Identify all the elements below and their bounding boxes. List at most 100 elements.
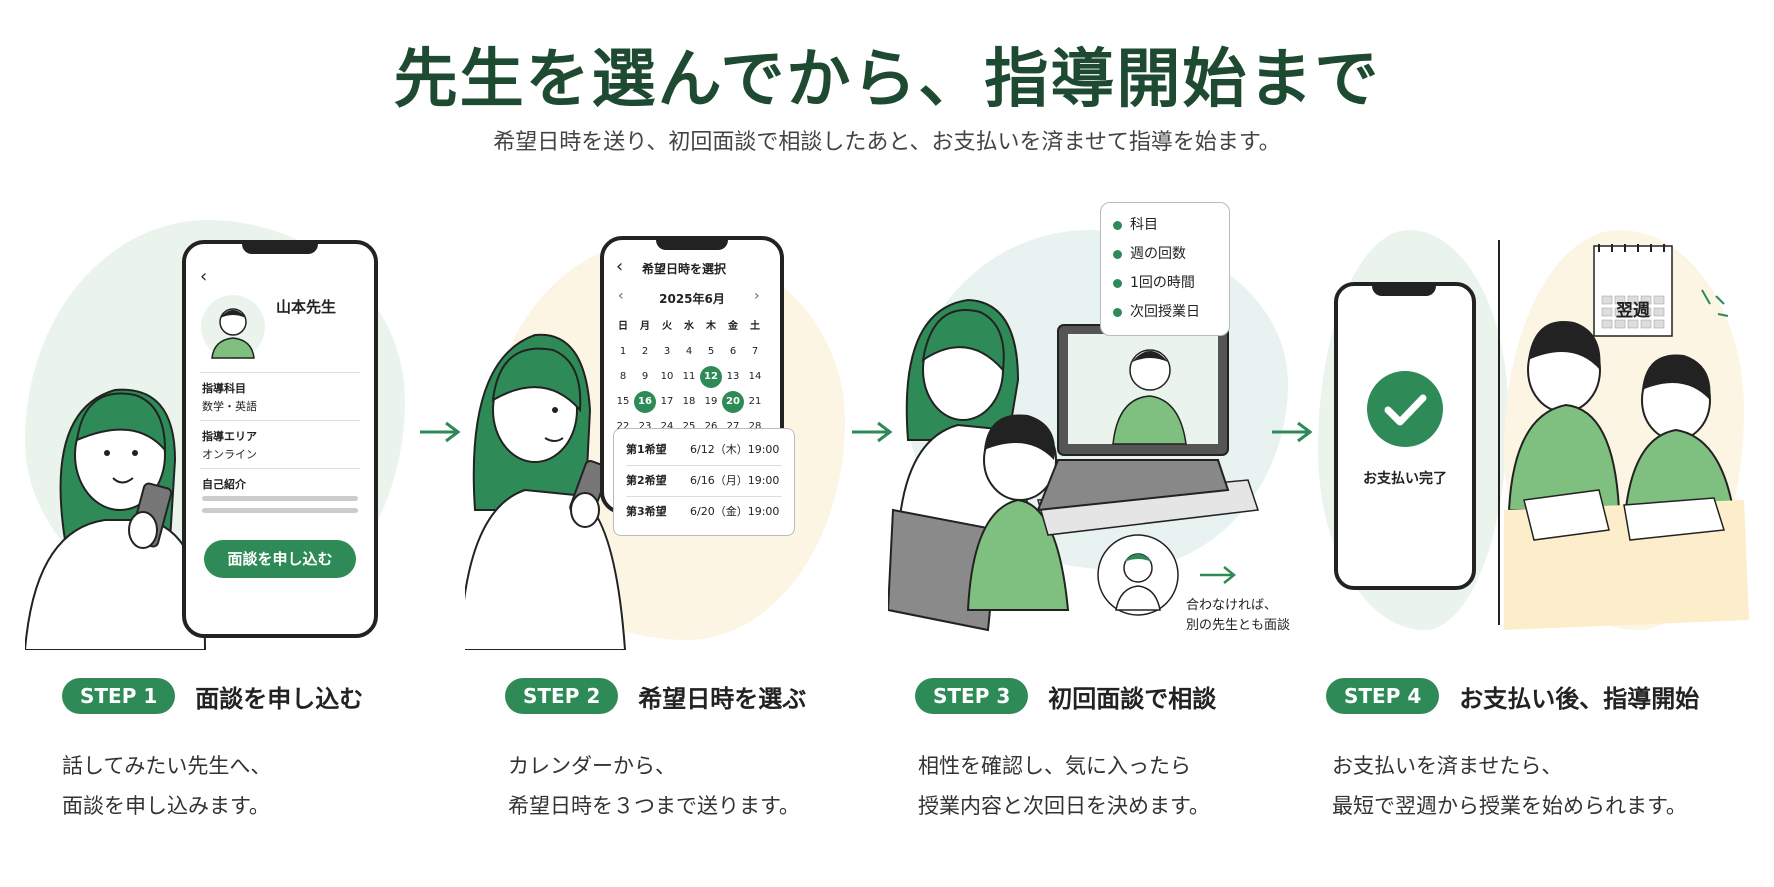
step4-header: STEP 4 お支払い後、指導開始 [1326,676,1699,716]
weekday-label: 水 [684,321,694,332]
teacher-name: 山本先生 [276,298,337,316]
step-title: お支払い後、指導開始 [1459,684,1700,713]
area-label: 指導エリア [202,430,257,443]
phone-notch [656,238,728,250]
calendar-day[interactable]: 22 [616,421,630,432]
weekday-label: 月 [640,321,650,332]
calendar-day[interactable]: 12 [700,366,722,388]
speech-bubble: 科目週の回数 1回の時間次回授業日 [1100,202,1230,336]
calendar-day[interactable]: 4 [685,346,693,357]
step2-description: カレンダーから、 希望日時を３つまで送ります。 [508,746,800,826]
bullet-icon [1113,308,1122,317]
step1-illustration: ‹ 山本先生 指導科目 数学・英語 指導エリア オンライン 自己紹介 面談を申し… [25,210,425,650]
weekday-label: 金 [728,321,738,332]
calendar-day[interactable]: 9 [641,371,649,382]
desc-line: 面談を申し込みます。 [62,794,270,818]
step-badge: STEP 1 [62,678,176,714]
calendar-day[interactable]: 19 [704,396,718,407]
calendar-day[interactable]: 1 [619,346,627,357]
calendar-day[interactable]: 21 [748,396,762,407]
calendar-day[interactable]: 13 [726,371,740,382]
calendar-day[interactable]: 15 [616,396,630,407]
back-icon[interactable]: ‹ [200,266,208,287]
calendar-day[interactable]: 7 [751,346,759,357]
calendar-day[interactable]: 26 [704,421,718,432]
bullet-icon [1113,250,1122,259]
desc-line: 相性を確認し、気に入ったら [918,754,1191,778]
weekday-label: 日 [618,321,628,332]
calendar-day[interactable]: 11 [682,371,696,382]
calendar-day[interactable]: 2 [641,346,649,357]
bubble-item: 科目 [1113,211,1217,240]
bubble-text: 1回の時間 [1130,275,1195,291]
phone-notch [1372,284,1436,296]
step1-header: STEP 1 面談を申し込む [62,676,363,716]
calendar-day[interactable]: 18 [682,396,696,407]
step-badge: STEP 4 [1326,678,1440,714]
desc-line: カレンダーから、 [508,754,676,778]
bubble-text: 科目 [1130,217,1158,233]
calendar-day[interactable]: 16 [634,391,656,413]
bubble-item: 1回の時間 [1113,269,1217,298]
check-icon [1367,371,1443,447]
arrow-right-icon [852,421,893,443]
calendar-day[interactable]: 6 [729,346,737,357]
step-title: 面談を申し込む [195,684,364,713]
video-meeting-illustration [888,298,1260,632]
calendar-day[interactable]: 10 [660,371,674,382]
desc-line: 最短で翌週から授業を始められます。 [1332,794,1687,818]
desc-line: 希望日時を３つまで送ります。 [508,794,800,818]
area-value: オンライン [202,448,257,461]
divider [200,420,360,421]
next-month-icon[interactable]: › [754,288,760,304]
intro-line [202,496,358,501]
apply-button[interactable]: 面談を申し込む [204,540,356,578]
step1-description: 話してみたい先生へ、 面談を申し込みます。 [62,746,271,826]
calendar-day[interactable]: 24 [660,421,674,432]
payment-done-text: お支払い完了 [1363,471,1447,487]
desc-line: お支払いを済ませたら、 [1332,754,1563,778]
phone-notch [242,242,318,254]
calendar-day[interactable]: 14 [748,371,762,382]
page-subtitle: 希望日時を送り、初回面談で相談したあと、お支払いを済ませて指導を始ます。 [493,130,1281,155]
calendar-day[interactable]: 3 [663,346,671,357]
arrow-right-icon [1272,421,1313,443]
step2-header: STEP 2 希望日時を選ぶ [505,676,806,716]
calendar-day[interactable]: 28 [748,421,762,432]
woman-with-phone-illustration [465,333,627,650]
calendar-day[interactable]: 25 [682,421,696,432]
back-icon[interactable]: ‹ [616,256,624,277]
bubble-item: 次回授業日 [1113,298,1217,327]
calendar-header: 希望日時を選択 [642,262,727,276]
calendar-month: 2025年6月 [659,292,725,306]
step4-illustration: お支払い完了 翌週 [1318,210,1758,650]
arrow-right-icon [420,421,461,443]
bullet-icon [1113,279,1122,288]
calendar-day[interactable]: 17 [660,396,674,407]
step-title: 初回面談で相談 [1048,684,1217,713]
bubble-text: 週の回数 [1130,246,1186,262]
bullet-icon [1113,221,1122,230]
step3-description: 相性を確認し、気に入ったら 授業内容と次回日を決めます。 [918,746,1210,826]
step-badge: STEP 3 [915,678,1029,714]
calendar-day[interactable]: 8 [619,371,627,382]
prev-month-icon[interactable]: ‹ [618,288,624,304]
divider [200,468,360,469]
calendar-day[interactable]: 20 [722,391,744,413]
phone-frame: お支払い完了 [1334,282,1476,590]
calendar-day[interactable]: 23 [638,421,652,432]
choice-value: 6/20（金）19:00 [690,505,780,518]
subject-label: 指導科目 [202,382,246,395]
intro-label: 自己紹介 [202,478,246,491]
weekday-label: 火 [662,321,672,332]
step3-header: STEP 3 初回面談で相談 [915,676,1216,716]
bubble-text: 次回授業日 [1130,304,1200,320]
choice-value: 6/16（月）19:00 [690,474,780,487]
alt-note-line2: 別の先生とも面談 [1186,618,1291,633]
choice-value: 6/12（木）19:00 [690,443,780,456]
calendar-day[interactable]: 27 [726,421,740,432]
calendar-day[interactable]: 5 [707,346,715,357]
